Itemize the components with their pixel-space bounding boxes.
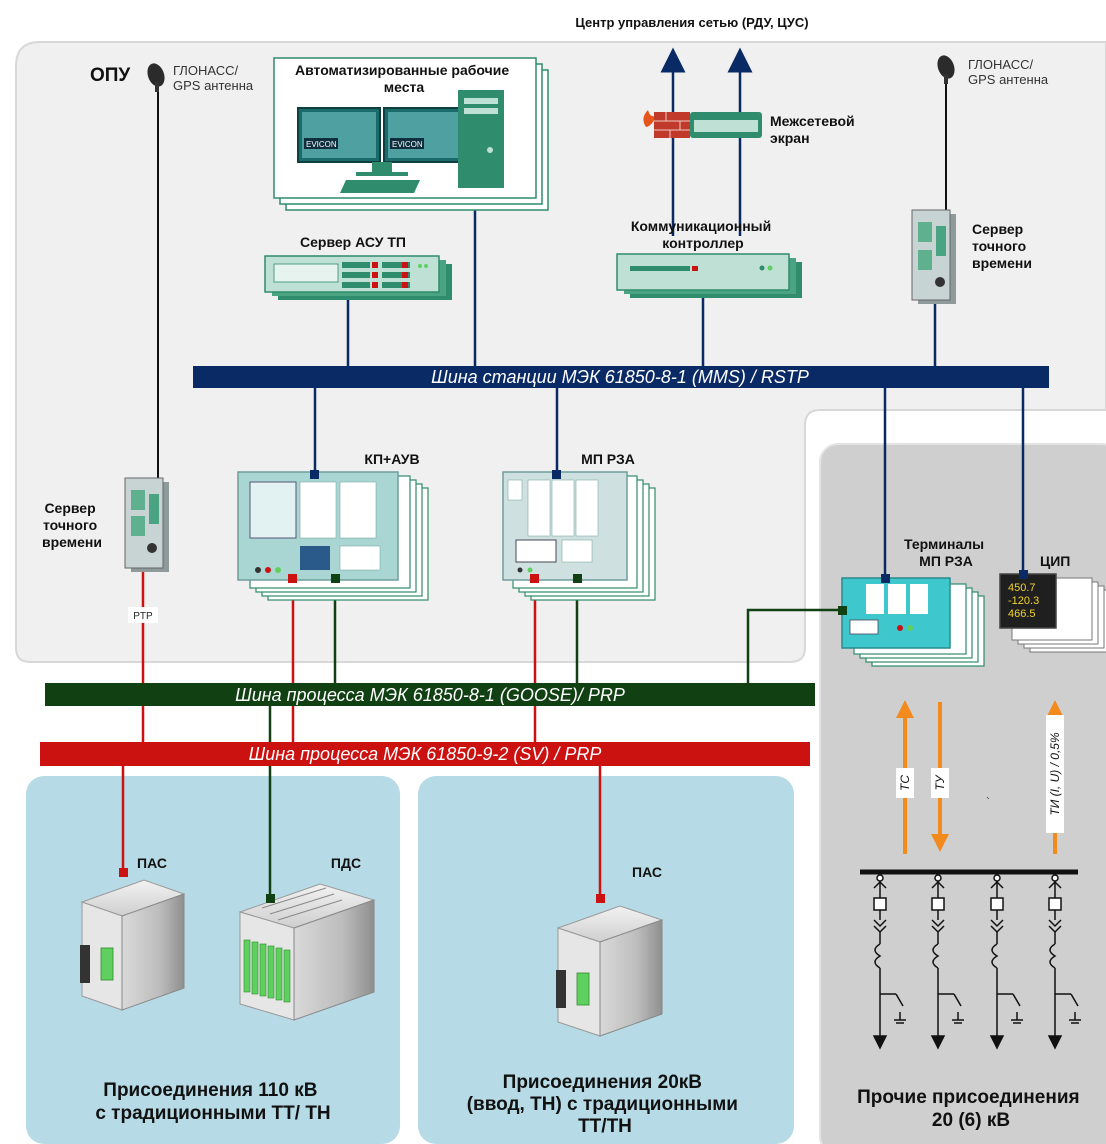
pds-device <box>238 883 376 1021</box>
antenna-right-label: ГЛОНАСС/ GPS антенна <box>968 57 1049 87</box>
time-server-left-icon <box>124 477 169 572</box>
station-bus <box>193 366 1049 388</box>
time-server-right-label: Сервер точного времени <box>972 221 1032 271</box>
pds-label: ПДС <box>331 855 361 871</box>
mp-rza-device-stack <box>502 471 656 601</box>
cip-label: ЦИП <box>1040 553 1070 569</box>
monitor-icon: EVICON EVICON <box>297 107 467 193</box>
firewall-label: Межсетевой экран <box>770 113 859 146</box>
control-center-label: Центр управления сетью (РДУ, ЦУС) <box>575 15 808 30</box>
antenna-left-label: ГЛОНАСС/ GPS антенна <box>173 63 254 93</box>
asu-server-label: Сервер АСУ ТП <box>300 234 406 250</box>
zone-110kv-caption: Присоединения 110 кВ с традиционными ТТ/… <box>95 1080 330 1124</box>
svg-text:EVICON: EVICON <box>392 140 423 149</box>
firewall-icon <box>643 110 762 138</box>
svg-text:450.7: 450.7 <box>1008 582 1036 594</box>
asu-server-icon <box>264 255 452 300</box>
antenna-left-icon <box>147 63 165 92</box>
svg-text:ТУ: ТУ <box>933 774 947 790</box>
sv-bus <box>40 742 810 766</box>
svg-text:EVICON: EVICON <box>306 140 337 149</box>
svg-text:`: ` <box>986 795 990 809</box>
sv-bus-label: Шина процесса МЭК 61850-9-2 (SV) / PRP <box>249 744 602 764</box>
station-bus-label: Шина станции МЭК 61850-8-1 (MMS) / RSTP <box>431 367 809 387</box>
mp-rza-label: МП РЗА <box>581 451 635 467</box>
svg-text:-120.3: -120.3 <box>1008 595 1039 607</box>
ptp-label: PTP <box>133 611 153 622</box>
svg-text:ТС: ТС <box>898 775 912 791</box>
opu-label: ОПУ <box>90 65 130 86</box>
cip-device-stack: 450.7 -120.3 466.5 <box>999 573 1106 653</box>
pas-left-label: ПАС <box>137 855 167 871</box>
pas-mid-device <box>556 905 664 1037</box>
time-server-left-label: Сервер точного времени <box>42 500 102 550</box>
pas-mid-label: ПАС <box>632 864 662 880</box>
tu-arrow: ТУ <box>931 702 949 852</box>
ts-arrow: ТС <box>896 700 914 854</box>
pc-tower-icon <box>458 90 504 188</box>
comm-controller-label: Коммуникационный контроллер <box>631 218 775 251</box>
kp-auv-label: КП+АУВ <box>364 451 419 467</box>
goose-bus-label: Шина процесса МЭК 61850-8-1 (GOOSE)/ PRP <box>235 685 625 705</box>
antenna-right-icon <box>937 55 955 84</box>
zone-20kv-caption: Присоединения 20кВ (ввод, ТН) с традицио… <box>467 1072 744 1137</box>
comm-controller-icon <box>616 253 802 298</box>
kp-auv-device-stack <box>237 471 429 601</box>
ti-arrow: ТИ (I, U) / 0,5% <box>1046 700 1064 854</box>
pas-left-device <box>80 879 186 1011</box>
goose-bus <box>45 683 815 706</box>
svg-text:466.5: 466.5 <box>1008 608 1036 620</box>
busbar-single-line <box>860 869 1082 1050</box>
zone-other-caption: Прочие присоединения 20 (6) кВ <box>857 1087 1085 1131</box>
terminals-rza-device-stack <box>841 577 985 667</box>
time-server-right-icon <box>911 209 956 304</box>
workstations-label: Автоматизированные рабочие места <box>295 62 513 95</box>
terminals-rza-label: Терминалы МП РЗА <box>904 536 988 569</box>
svg-text:ТИ (I, U) / 0,5%: ТИ (I, U) / 0,5% <box>1048 732 1062 816</box>
